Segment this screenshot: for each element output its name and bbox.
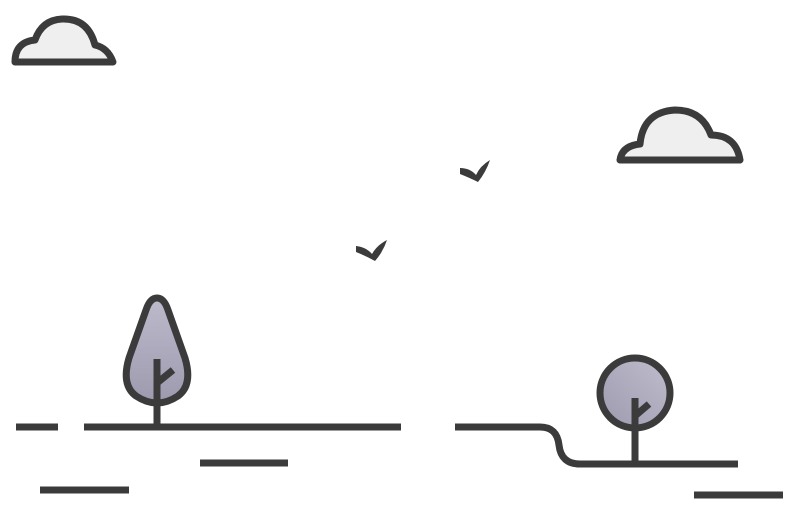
cloud-icon (11, 15, 117, 66)
cloud-icon (616, 106, 744, 164)
tree-icon (596, 354, 674, 464)
bird-icon (460, 160, 490, 182)
tree-icon (122, 294, 192, 427)
ground-lines (16, 423, 783, 499)
bird-icon (356, 240, 387, 261)
